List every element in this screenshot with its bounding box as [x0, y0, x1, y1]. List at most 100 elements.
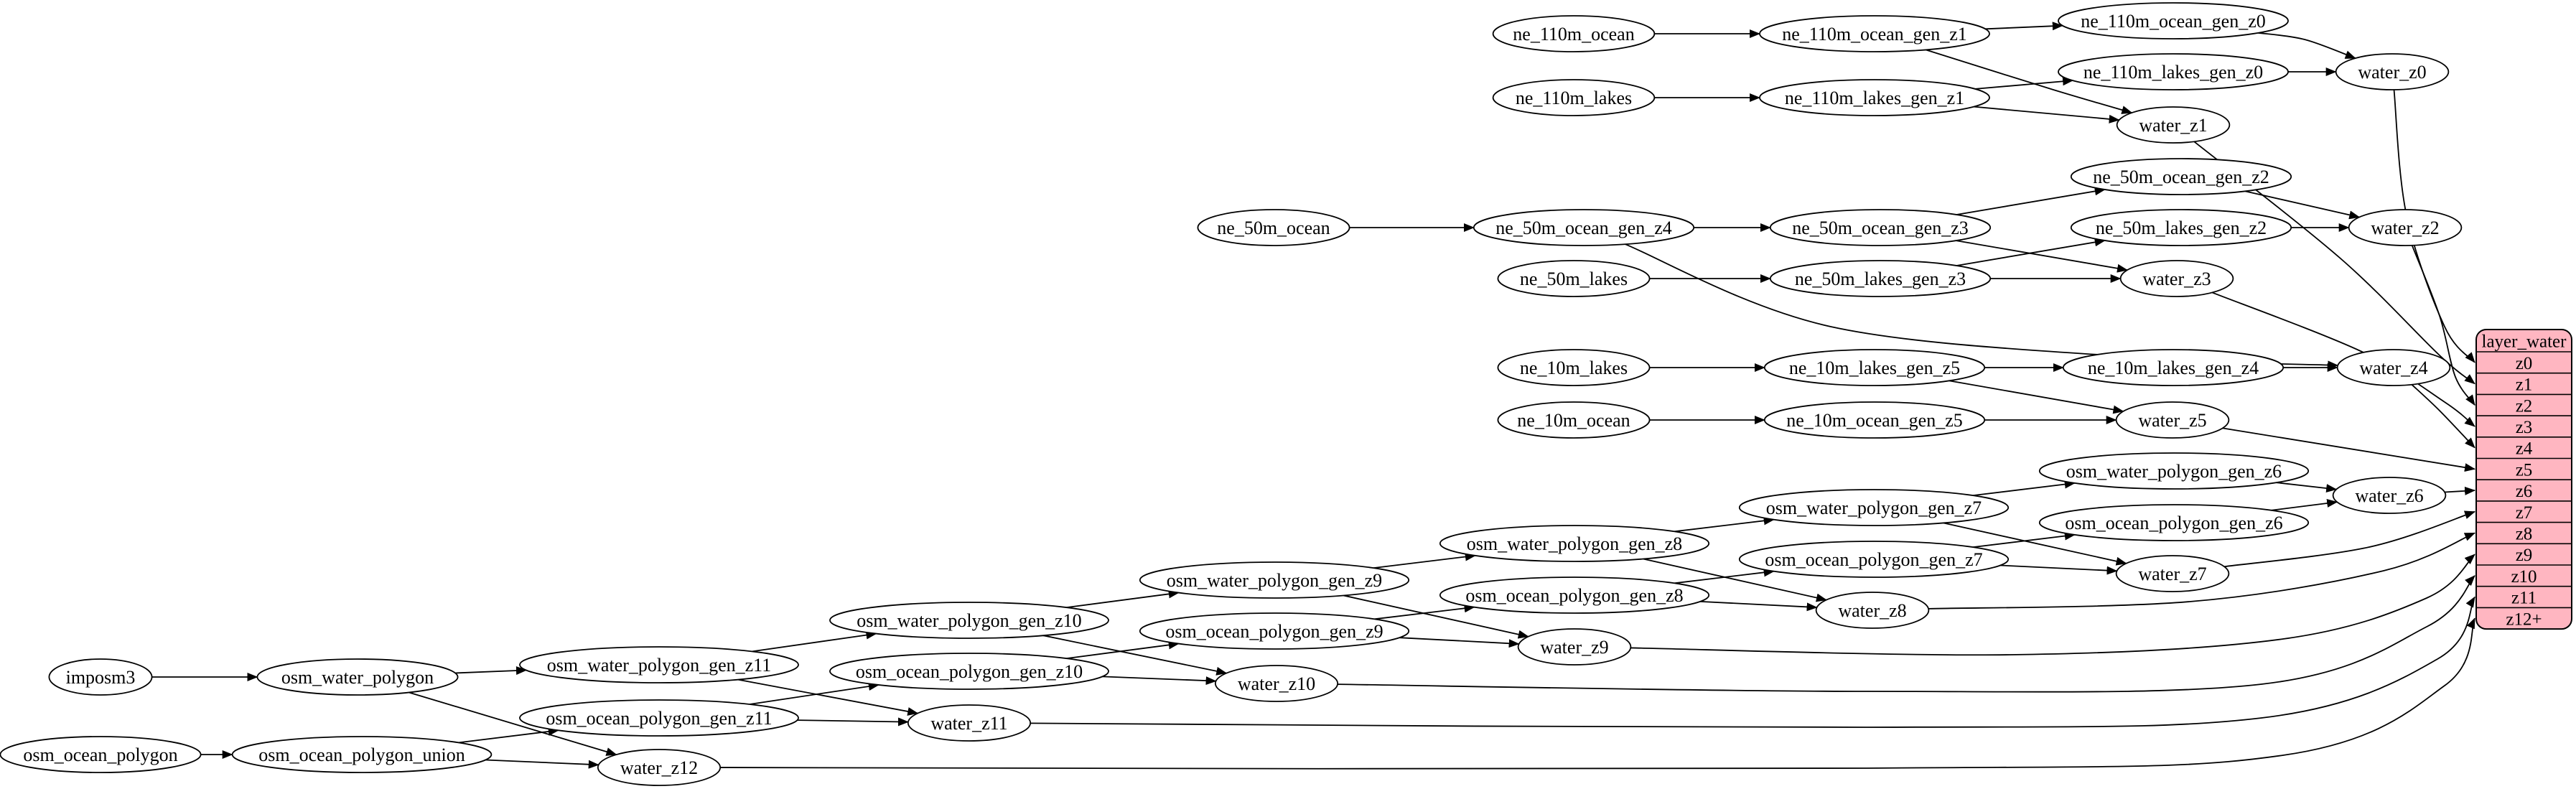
node-water_z7: water_z7: [2115, 555, 2230, 592]
node-osm_water_polygon: osm_water_polygon: [256, 658, 459, 696]
node-ne_10m_lakes: ne_10m_lakes: [1497, 349, 1651, 386]
node-label-water_z11: water_z11: [930, 713, 1007, 734]
node-label-ne_10m_lakes: ne_10m_lakes: [1520, 358, 1628, 378]
node-ne_110m_ocean_gen_z1: ne_110m_ocean_gen_z1: [1759, 15, 1990, 52]
table-row-z11: z11: [2511, 589, 2537, 608]
node-label-osm_water_polygon: osm_water_polygon: [281, 667, 434, 688]
node-label-ne_10m_lakes_gen_z4: ne_10m_lakes_gen_z4: [2088, 358, 2259, 378]
edge-water_z11-to-layer_water-z11: [1030, 596, 2475, 729]
node-osm_water_polygon_gen_z7: osm_water_polygon_gen_z7: [1738, 489, 2010, 526]
edge-ne_50m_lakes_gen_z3-to-ne_50m_lakes_gen_z2: [1956, 238, 2106, 266]
edge-osm_water_polygon_gen_z8-to-water_z8: [1643, 558, 1827, 602]
edge-osm_ocean_polygon_gen_z9-to-water_z9: [1399, 637, 1520, 648]
table-row-z8: z8: [2516, 524, 2533, 543]
edge-water_z0-to-layer_water-z0: [2393, 89, 2475, 363]
node-ne_50m_ocean: ne_50m_ocean: [1197, 209, 1350, 246]
node-label-ne_110m_ocean: ne_110m_ocean: [1513, 24, 1634, 45]
edge-ne_50m_ocean_gen_z3-to-water_z3: [1956, 240, 2129, 273]
node-ellipse-ne_10m_ocean_gen_z5: [1763, 401, 1986, 439]
node-ellipse-water_z7: [2115, 555, 2230, 592]
edge-water_z2-to-layer_water-z2: [2411, 245, 2475, 406]
edge-ne_50m_ocean_gen_z2-to-water_z2: [2245, 190, 2361, 220]
node-label-water_z3: water_z3: [2142, 269, 2211, 289]
node-ellipse-osm_water_polygon: [256, 658, 459, 696]
edge-osm_water_polygon_gen_z7-to-water_z7: [1943, 522, 2127, 566]
node-label-water_z4: water_z4: [2359, 358, 2427, 378]
node-ellipse-water_z2: [2348, 209, 2463, 246]
edge-osm_water_polygon_gen_z7-to-osm_water_polygon_gen_z6: [1973, 480, 2076, 497]
node-ellipse-osm_ocean_polygon_gen_z7: [1738, 541, 2010, 578]
table-row-z12+: z12+: [2506, 610, 2542, 629]
edge-osm_water_polygon-to-water_z12: [409, 691, 617, 756]
node-osm_ocean_polygon_gen_z7: osm_ocean_polygon_gen_z7: [1738, 541, 2010, 578]
node-label-ne_10m_ocean_gen_z5: ne_10m_ocean_gen_z5: [1786, 410, 1962, 431]
node-ne_110m_ocean_gen_z0: ne_110m_ocean_gen_z0: [2058, 2, 2289, 39]
node-osm_water_polygon_gen_z11: osm_water_polygon_gen_z11: [519, 646, 799, 683]
node-ellipse-ne_110m_lakes_gen_z1: [1759, 79, 1990, 116]
node-label-ne_110m_ocean_gen_z1: ne_110m_ocean_gen_z1: [1782, 24, 1967, 45]
node-ellipse-osm_water_polygon_gen_z10: [829, 602, 1109, 639]
edge-osm_water_polygon_gen_z10-to-water_z10: [1042, 635, 1228, 676]
node-water_z6: water_z6: [2332, 477, 2447, 514]
node-water_z12: water_z12: [597, 749, 722, 786]
node-ellipse-water_z8: [1815, 592, 1930, 629]
node-water_z11: water_z11: [907, 704, 1032, 742]
nodes-layer: ne_110m_ocean ne_110m_ocean_gen_z1 ne_110m…: [0, 2, 2463, 786]
edge-osm_water_polygon_gen_z9-to-water_z9: [1343, 594, 1529, 639]
edge-osm_ocean_polygon_gen_z10-to-osm_ocean_polygon_gen_z9: [1066, 640, 1180, 660]
node-ellipse-ne_50m_ocean_gen_z2: [2070, 158, 2292, 195]
edge-osm_water_polygon_gen_z8-to-osm_water_polygon_gen_z7: [1674, 516, 1775, 533]
node-ne_50m_lakes_gen_z3: ne_50m_lakes_gen_z3: [1769, 260, 1992, 297]
node-water_z0: water_z0: [2335, 53, 2450, 90]
edge-ne_110m_lakes_gen_z1-to-water_z1: [1974, 106, 2120, 123]
edge-water_z8-to-layer_water-z8: [1928, 532, 2475, 610]
edge-water_z4-to-layer_water-z4: [2411, 384, 2475, 449]
edge-osm_ocean_polygon_gen_z11-to-water_z11: [797, 717, 909, 727]
node-ellipse-osm_ocean_polygon_gen_z6: [2038, 504, 2310, 541]
layer-water-table: layer_waterz0z1z2z3z4z5z6z7z8z9z10z11z12…: [2475, 329, 2572, 630]
node-ne_50m_ocean_gen_z2: ne_50m_ocean_gen_z2: [2070, 158, 2292, 195]
table-row-z6: z6: [2516, 482, 2533, 501]
node-label-ne_110m_lakes_gen_z1: ne_110m_lakes_gen_z1: [1785, 88, 1964, 108]
edge-osm_water_polygon_gen_z10-to-osm_water_polygon_gen_z9: [1066, 589, 1180, 609]
node-ellipse-ne_110m_lakes: [1492, 79, 1656, 116]
node-label-osm_water_polygon_gen_z11: osm_water_polygon_gen_z11: [547, 655, 771, 676]
edge-osm_ocean_polygon_gen_z11-to-osm_ocean_polygon_gen_z10: [750, 682, 879, 705]
node-label-osm_ocean_polygon_gen_z11: osm_ocean_polygon_gen_z11: [546, 708, 772, 729]
node-label-osm_water_polygon_gen_z10: osm_water_polygon_gen_z10: [857, 610, 1081, 631]
node-ellipse-osm_water_polygon_gen_z6: [2038, 452, 2310, 490]
node-label-ne_50m_lakes_gen_z2: ne_50m_lakes_gen_z2: [2096, 218, 2267, 238]
node-ellipse-ne_50m_ocean_gen_z4: [1473, 209, 1695, 246]
node-label-water_z7: water_z7: [2138, 564, 2206, 584]
node-ellipse-ne_50m_lakes_gen_z2: [2070, 209, 2292, 246]
node-label-osm_ocean_polygon_gen_z8: osm_ocean_polygon_gen_z8: [1465, 585, 1683, 606]
node-label-osm_water_polygon_gen_z9: osm_water_polygon_gen_z9: [1167, 570, 1382, 591]
table-row-z0: z0: [2516, 354, 2533, 373]
node-water_z9: water_z9: [1517, 628, 1632, 666]
node-label-water_z9: water_z9: [1540, 637, 1608, 658]
edge-osm_ocean_polygon_gen_z6-to-water_z6: [2271, 499, 2338, 511]
node-label-ne_50m_ocean_gen_z3: ne_50m_ocean_gen_z3: [1792, 218, 1968, 238]
node-osm_water_polygon_gen_z8: osm_water_polygon_gen_z8: [1439, 525, 1710, 562]
table-row-z5: z5: [2516, 460, 2533, 480]
node-ellipse-water_z11: [907, 704, 1032, 742]
node-ellipse-ne_10m_ocean: [1497, 401, 1651, 439]
node-ellipse-osm_ocean_polygon_gen_z9: [1139, 612, 1410, 650]
node-osm_ocean_polygon_gen_z10: osm_ocean_polygon_gen_z10: [829, 653, 1109, 690]
edge-ne_110m_ocean_gen_z0-to-water_z0: [2258, 32, 2356, 59]
node-water_z8: water_z8: [1815, 592, 1930, 629]
node-label-imposm3: imposm3: [66, 667, 136, 688]
edge-ne_110m_lakes_gen_z1-to-ne_110m_lakes_gen_z0: [1974, 77, 2074, 90]
node-ellipse-osm_ocean_polygon: [0, 736, 202, 773]
node-ellipse-osm_water_polygon_gen_z8: [1439, 525, 1710, 562]
node-label-ne_10m_ocean: ne_10m_ocean: [1517, 410, 1630, 431]
edge-osm_ocean_polygon_gen_z9-to-osm_ocean_polygon_gen_z8: [1374, 604, 1475, 620]
node-label-ne_50m_ocean: ne_50m_ocean: [1217, 218, 1330, 238]
node-label-ne_110m_lakes: ne_110m_lakes: [1516, 88, 1632, 108]
node-ne_110m_lakes_gen_z0: ne_110m_lakes_gen_z0: [2058, 53, 2289, 90]
table-row-z7: z7: [2516, 503, 2533, 523]
node-ellipse-water_z5: [2115, 401, 2230, 439]
node-label-water_z12: water_z12: [620, 757, 698, 778]
node-ellipse-osm_water_polygon_gen_z9: [1139, 561, 1410, 599]
